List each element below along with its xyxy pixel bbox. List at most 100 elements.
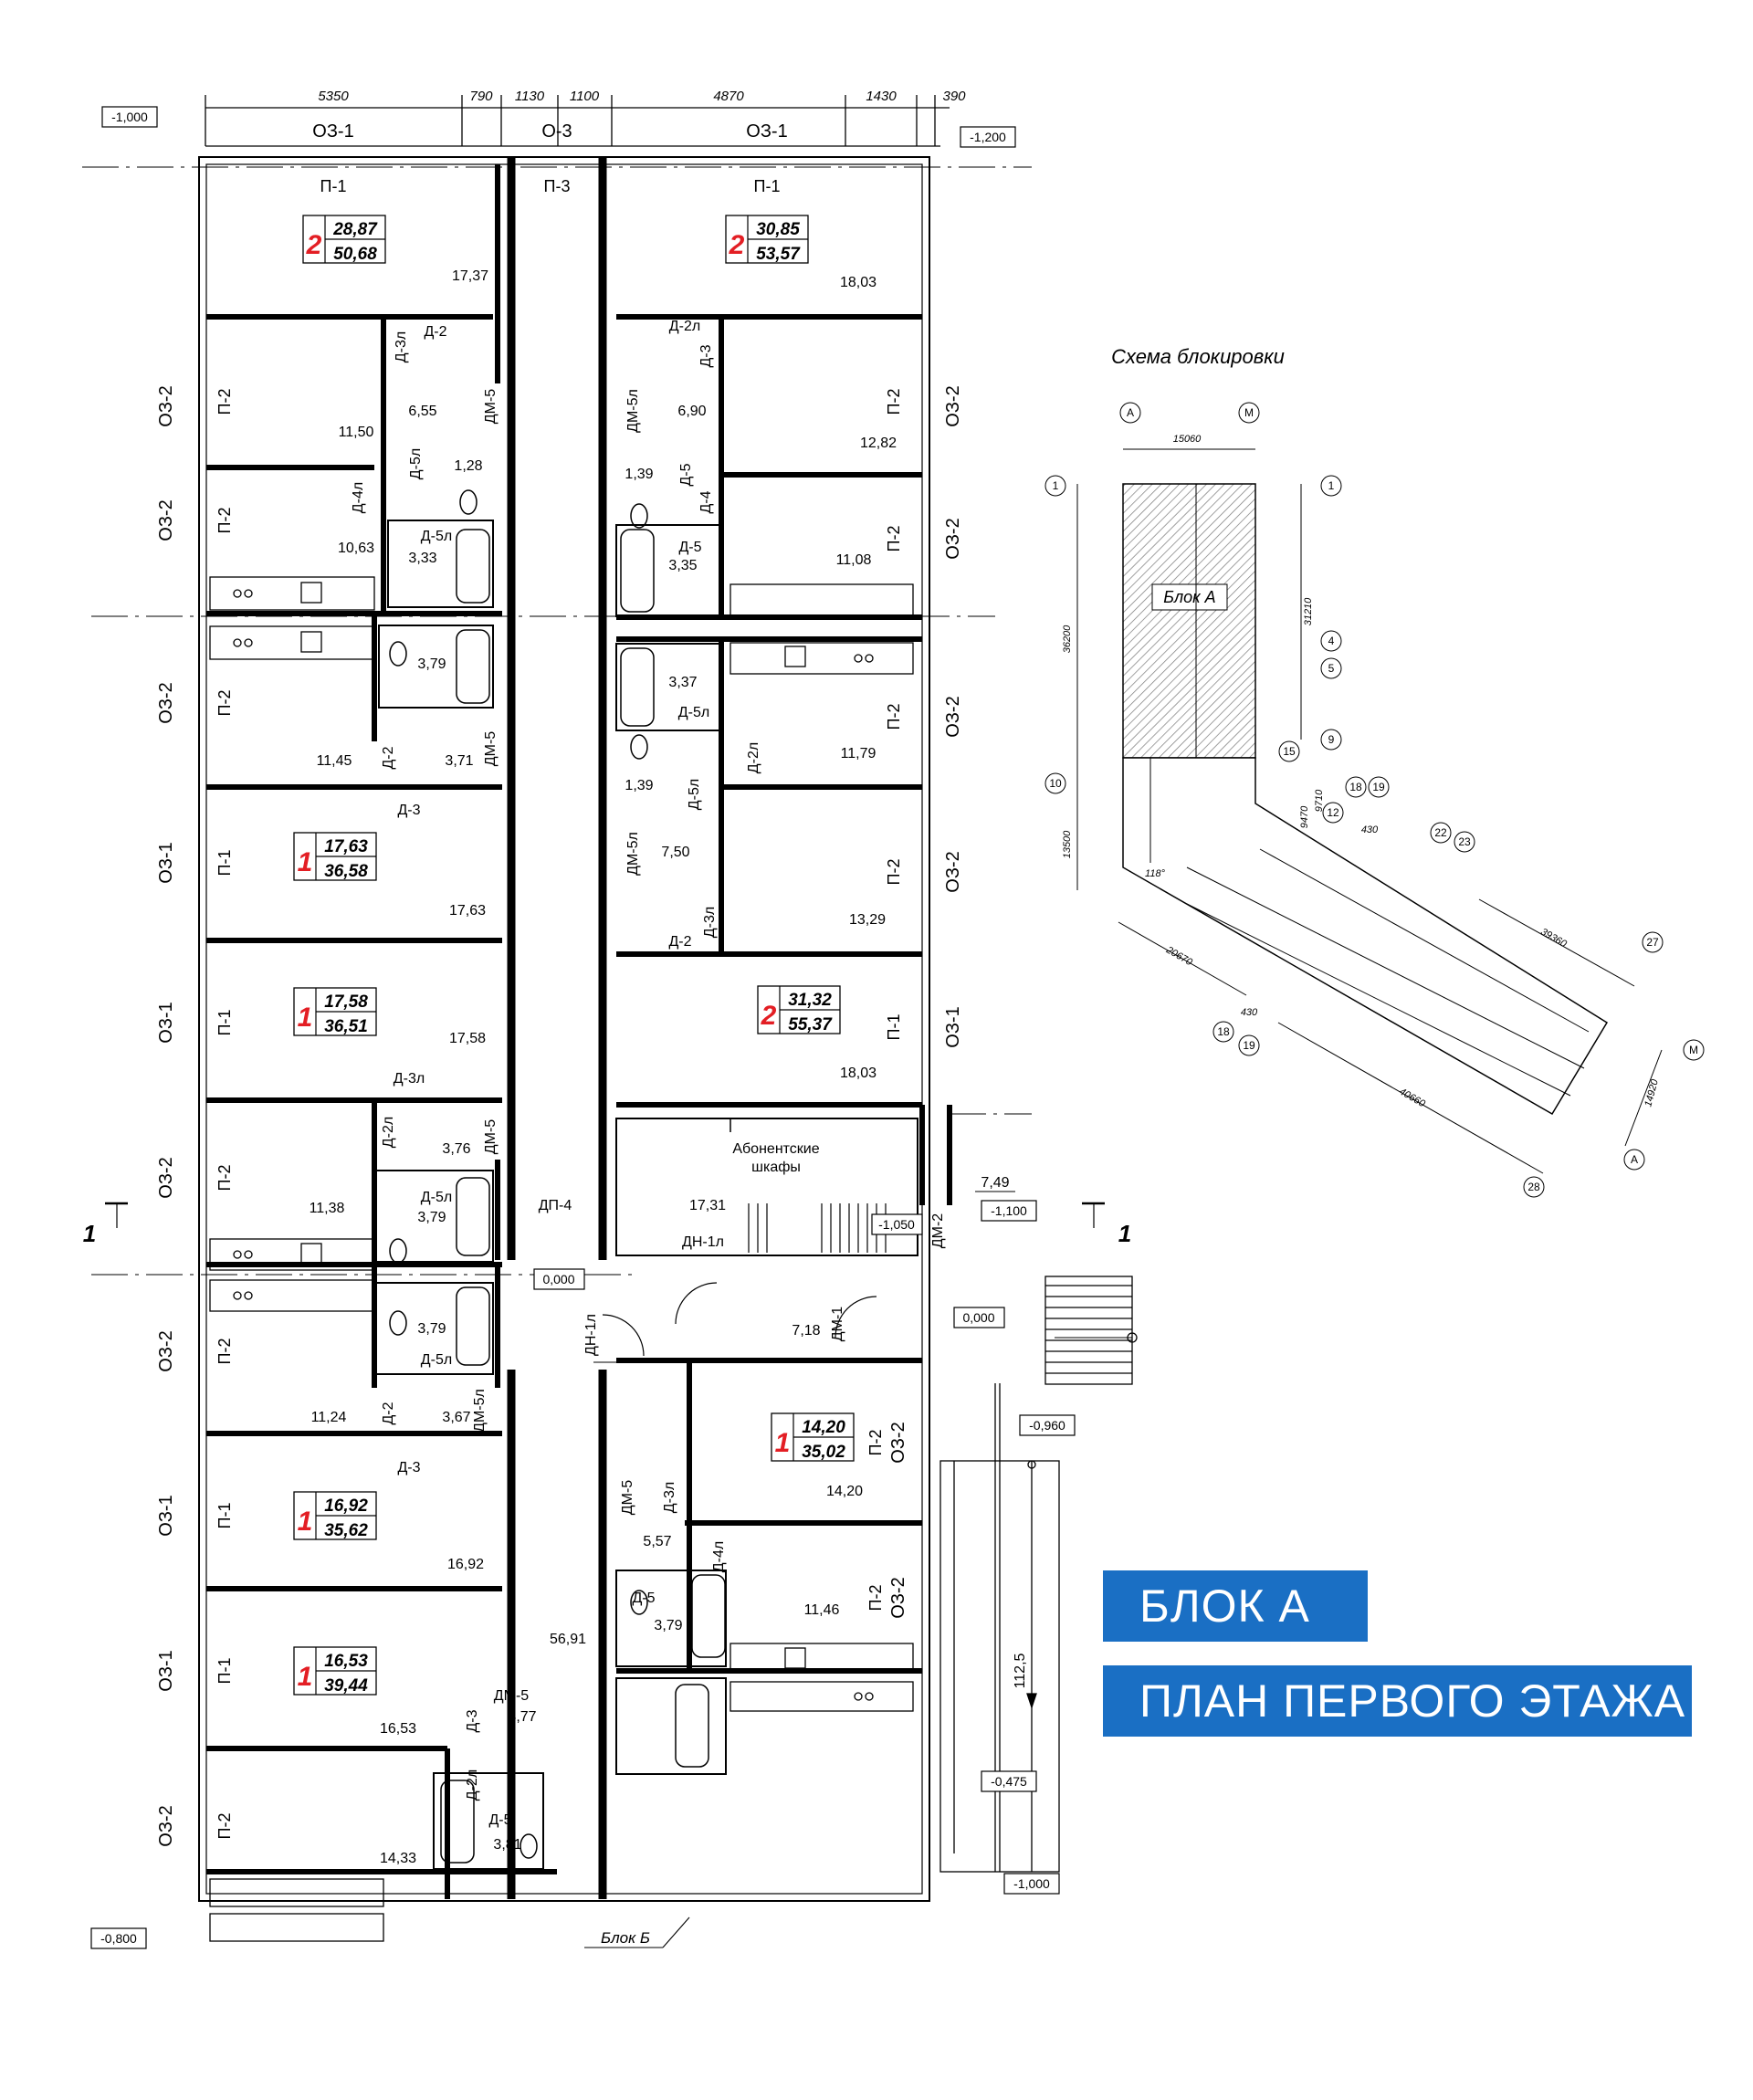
svg-text:ДМ-5л: ДМ-5л — [625, 389, 641, 433]
apartment-tag: 1 17,58 36,51 — [293, 987, 377, 1036]
svg-text:1: 1 — [1053, 479, 1059, 492]
dim-4870: 4870 — [713, 89, 744, 104]
level-bottom-right: -1,000 — [1003, 1873, 1060, 1895]
lobby-area — [602, 1118, 918, 1357]
svg-text:А: А — [1127, 406, 1134, 419]
apartment-tag: 1 16,53 39,44 — [293, 1646, 377, 1696]
svg-text:ДН-1л: ДН-1л — [682, 1234, 724, 1250]
svg-text:12,82: 12,82 — [860, 436, 897, 451]
entrance-stair — [1044, 1276, 1138, 1385]
svg-text:ОЗ-1: ОЗ-1 — [156, 1650, 176, 1691]
schema-title: Схема блокировки — [1111, 345, 1285, 368]
toilets — [389, 489, 648, 1859]
svg-text:11,38: 11,38 — [310, 1201, 345, 1216]
svg-text:ОЗ-2: ОЗ-2 — [156, 1157, 176, 1198]
svg-text:Д-2л: Д-2л — [381, 1117, 396, 1148]
left-partitions — [206, 164, 557, 1899]
svg-text:1: 1 — [1328, 479, 1335, 492]
svg-text:10: 10 — [1049, 777, 1062, 790]
level-porch: -1,100 — [981, 1200, 1037, 1222]
svg-text:ДН-1л: ДН-1л — [583, 1314, 599, 1356]
window-code-top-right: ОЗ-1 — [746, 121, 787, 142]
room-areas-right: 18,03 6,90 12,82 1,39 3,35 11,08 3,37 11… — [550, 275, 1015, 1647]
svg-text:ДМ-5: ДМ-5 — [494, 1688, 529, 1704]
svg-text:П-2: П-2 — [215, 508, 234, 534]
dim-1130: 1130 — [515, 89, 545, 104]
block-title-banner: БЛОК А — [1103, 1570, 1368, 1642]
stair-length-label: 112,5 — [1013, 1653, 1028, 1688]
svg-text:ОЗ-2: ОЗ-2 — [888, 1422, 908, 1463]
svg-text:35,02: 35,02 — [802, 1443, 845, 1462]
window-code-top-left: ОЗ-1 — [312, 121, 353, 142]
svg-text:ДП-4: ДП-4 — [539, 1198, 572, 1213]
svg-text:П-3: П-3 — [544, 177, 571, 195]
svg-text:1: 1 — [775, 1428, 791, 1458]
svg-text:17,63: 17,63 — [449, 903, 486, 919]
svg-text:0,000: 0,000 — [542, 1272, 574, 1286]
svg-text:П-1: П-1 — [885, 1014, 903, 1041]
ramp — [939, 1383, 1060, 1873]
building-outline — [198, 156, 930, 1902]
svg-text:39360: 39360 — [1538, 927, 1569, 950]
svg-text:18: 18 — [1349, 781, 1362, 793]
svg-text:1,28: 1,28 — [454, 458, 482, 474]
svg-text:ДМ-5: ДМ-5 — [483, 389, 499, 424]
svg-text:118°: 118° — [1145, 868, 1166, 879]
svg-text:1: 1 — [298, 1507, 313, 1537]
apartment-tag: 2 31,32 55,37 — [757, 985, 841, 1034]
svg-text:11,50: 11,50 — [339, 425, 374, 440]
svg-text:1,39: 1,39 — [625, 467, 653, 482]
svg-text:16,53: 16,53 — [380, 1721, 416, 1737]
svg-text:ОЗ-2: ОЗ-2 — [943, 696, 963, 737]
svg-text:Д-3л: Д-3л — [394, 331, 409, 362]
svg-text:11,46: 11,46 — [804, 1602, 840, 1618]
svg-text:430: 430 — [1361, 824, 1379, 835]
svg-text:2: 2 — [729, 230, 745, 260]
svg-text:19: 19 — [1243, 1039, 1255, 1052]
svg-text:-1,000: -1,000 — [1013, 1876, 1050, 1891]
svg-text:Д-2: Д-2 — [668, 934, 691, 950]
svg-text:Д-3: Д-3 — [698, 344, 714, 367]
top-dimension-chain — [205, 95, 950, 146]
svg-text:П-2: П-2 — [215, 1165, 234, 1192]
svg-text:22: 22 — [1434, 826, 1447, 839]
room-areas-left: 17,37 6,55 11,50 1,28 10,63 3,33 3,79 11… — [310, 268, 537, 1866]
svg-text:36200: 36200 — [1062, 625, 1073, 653]
svg-text:Д-3: Д-3 — [397, 1460, 420, 1475]
svg-text:Д-5л: Д-5л — [687, 779, 702, 810]
svg-text:Д-2л: Д-2л — [465, 1769, 480, 1801]
svg-text:Д-5: Д-5 — [488, 1812, 511, 1828]
level-floor-b: 0,000 — [953, 1307, 1005, 1328]
svg-text:ОЗ-2: ОЗ-2 — [156, 1805, 176, 1846]
svg-text:А: А — [1631, 1153, 1638, 1166]
svg-text:16,92: 16,92 — [324, 1496, 368, 1516]
svg-text:Д-3л: Д-3л — [662, 1482, 677, 1513]
level-ramp-top: -0,960 — [1019, 1414, 1076, 1436]
svg-text:Блок А: Блок А — [1163, 588, 1215, 606]
block-b-label: Блок Б — [601, 1929, 650, 1947]
svg-text:35,62: 35,62 — [324, 1521, 368, 1540]
svg-text:П-2: П-2 — [215, 690, 234, 717]
svg-text:18,03: 18,03 — [840, 275, 876, 290]
svg-text:П-1: П-1 — [215, 1658, 234, 1685]
subscriber-boxes-label: Абонентские — [732, 1141, 819, 1157]
svg-text:Д-2: Д-2 — [381, 746, 396, 769]
svg-text:0,000: 0,000 — [962, 1310, 994, 1325]
svg-text:17,31: 17,31 — [689, 1198, 726, 1213]
apartment-tag: 1 16,92 35,62 — [293, 1491, 377, 1540]
svg-text:3,79: 3,79 — [654, 1618, 682, 1633]
svg-text:-1,050: -1,050 — [878, 1217, 915, 1232]
right-panel-codes: П-2 П-2 П-2 П-2 П-1 П-2 П-2 — [866, 389, 903, 1612]
svg-text:ДМ-2: ДМ-2 — [930, 1213, 946, 1248]
svg-text:36,51: 36,51 — [324, 1017, 368, 1036]
svg-text:4,77: 4,77 — [508, 1709, 536, 1725]
svg-text:ОЗ-1: ОЗ-1 — [943, 1006, 963, 1047]
section-mark-right: 1 — [1082, 1202, 1131, 1247]
dim-1100: 1100 — [570, 89, 600, 104]
level-top-left: -1,000 — [101, 106, 158, 128]
svg-text:11,79: 11,79 — [841, 746, 876, 761]
svg-text:ОЗ-1: ОЗ-1 — [156, 842, 176, 883]
svg-text:14920: 14920 — [1643, 1077, 1661, 1108]
svg-text:3,79: 3,79 — [417, 1321, 446, 1337]
svg-text:Д-2: Д-2 — [381, 1402, 396, 1424]
